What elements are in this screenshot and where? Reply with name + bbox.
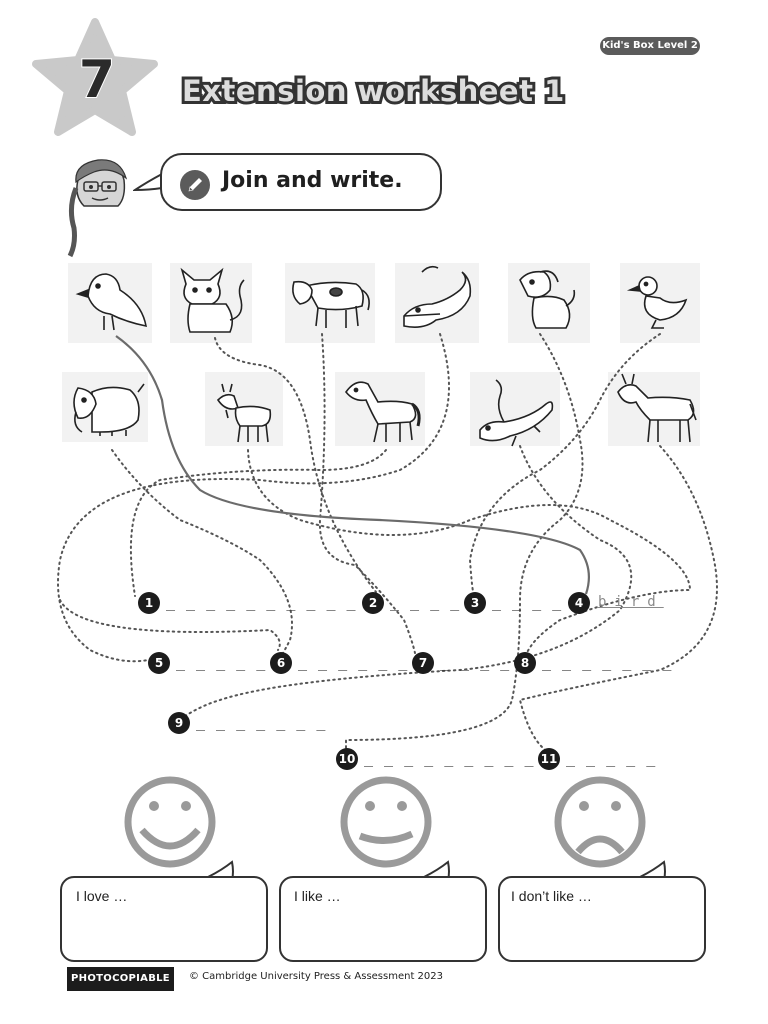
answer-number-3: 3	[464, 592, 486, 614]
duck-icon	[626, 276, 688, 329]
copyright-text: © Cambridge University Press & Assessmen…	[189, 971, 444, 982]
answer-number-4: 4	[568, 592, 590, 614]
opinion-box-like[interactable]: I like …	[279, 876, 487, 962]
opinion-label-like: I like …	[294, 888, 341, 904]
opinion-box-love[interactable]: I love …	[60, 876, 268, 962]
answer-number-10: 10	[336, 748, 358, 770]
answer-blank-2[interactable]: _ _ _ _	[390, 593, 461, 611]
answer-example-4: bird	[598, 594, 664, 610]
opinion-label-dont-like: I don’t like …	[511, 888, 592, 904]
cow-icon	[292, 280, 370, 328]
answer-blank-10[interactable]: _ _ _ _ _ _ _ _ _	[364, 749, 535, 767]
answer-blank-6[interactable]: _ _ _ _ _ _ _	[298, 653, 429, 671]
answer-number-8: 8	[514, 652, 536, 674]
face-dont-like-icon	[554, 776, 646, 868]
answer-number-2: 2	[362, 592, 384, 614]
page-title: Extension worksheet 1	[179, 71, 567, 111]
opinion-label-love: I love …	[76, 888, 128, 904]
face-like-icon	[340, 776, 432, 868]
answer-number-11: 11	[538, 748, 560, 770]
face-love-icon	[124, 776, 216, 868]
dog-icon	[519, 270, 576, 329]
horse-icon	[344, 381, 421, 443]
goat-icon	[216, 383, 272, 443]
opinion-box-tails	[207, 860, 666, 881]
lizard-icon	[479, 379, 554, 447]
unit-number: 7	[78, 49, 116, 111]
answer-number-9: 9	[168, 712, 190, 734]
girl-character-icon	[67, 159, 128, 258]
answer-number-1: 1	[138, 592, 160, 614]
elephant-icon	[73, 383, 145, 436]
bird-icon	[75, 273, 147, 331]
answer-blank-1[interactable]: _ _ _ _ _ _ _ _ _ _	[166, 593, 357, 611]
example-solid-line	[115, 335, 591, 595]
photocopiable-badge: PHOTOCOPIABLE	[67, 967, 174, 991]
answer-blank-9[interactable]: _ _ _ _ _ _ _	[196, 713, 327, 731]
crocodile-icon	[403, 265, 472, 328]
bubble-tail	[133, 173, 163, 192]
answer-number-6: 6	[270, 652, 292, 674]
answer-blank-7[interactable]: _ _ _ _ _	[440, 653, 531, 671]
opinion-box-dont-like[interactable]: I don’t like …	[498, 876, 706, 962]
unit-star-icon	[32, 18, 158, 136]
answer-blank-8[interactable]: _ _ _ _ _ _ _	[542, 653, 673, 671]
answer-blank-11[interactable]: _ _ _ _ _	[566, 749, 657, 767]
answer-number-5: 5	[148, 652, 170, 674]
level-badge: Kid's Box Level 2	[600, 37, 700, 55]
cat-icon	[180, 267, 245, 333]
instruction-text: Join and write.	[222, 168, 403, 193]
answer-blank-3[interactable]: _ _ _ _	[492, 593, 563, 611]
donkey-icon	[617, 373, 697, 443]
dotted-connection-lines	[57, 333, 718, 753]
answer-number-7: 7	[412, 652, 434, 674]
pencil-icon	[180, 170, 210, 200]
answer-blank-5[interactable]: _ _ _ _ _	[176, 653, 267, 671]
